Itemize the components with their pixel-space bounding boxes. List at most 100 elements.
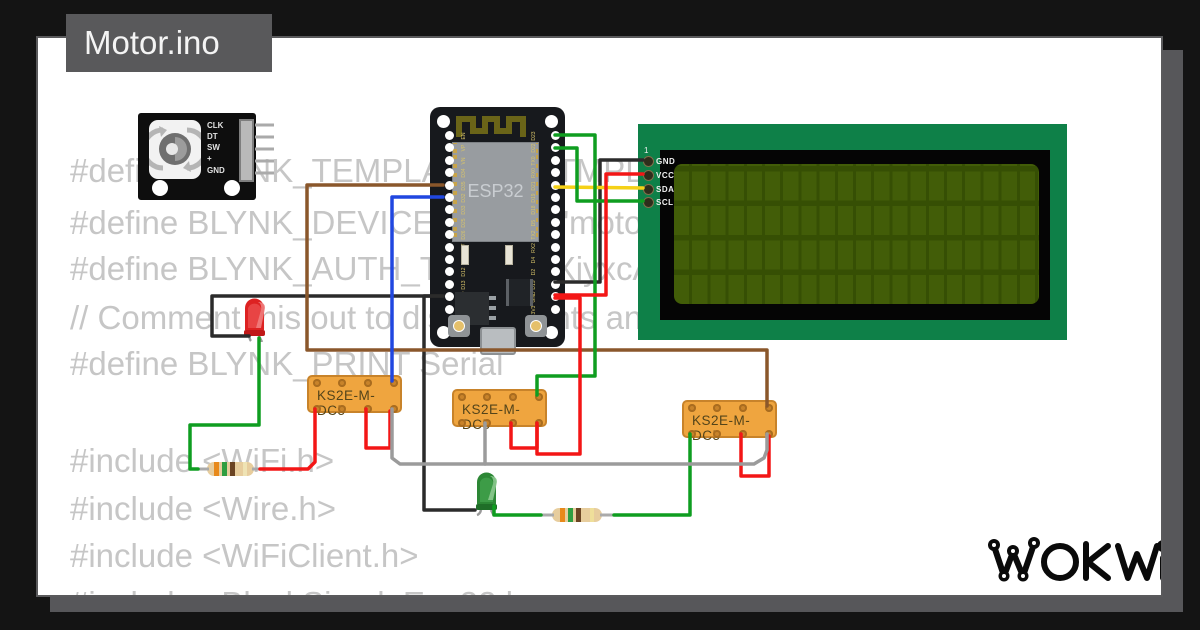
relay-module-1[interactable]: KS2E-M-DC5: [307, 375, 402, 418]
lcd-screen: [674, 164, 1039, 304]
red-led[interactable]: [240, 290, 274, 342]
esp32-pin[interactable]: [445, 180, 454, 190]
esp32-pin[interactable]: [551, 255, 560, 264]
encoder-pin-label: SW: [207, 143, 220, 152]
esp32-pin[interactable]: [551, 292, 560, 302]
resistor-2[interactable]: [552, 508, 602, 522]
lcd-pin1-marker: 1: [644, 146, 649, 155]
esp32-pin[interactable]: [551, 180, 560, 190]
wokwi-logo: [988, 537, 1161, 582]
esp32-pin[interactable]: [445, 304, 454, 314]
usb-uart-chip: [506, 279, 533, 306]
relay-pin[interactable]: [483, 419, 491, 427]
relay-label: KS2E-M-DC5: [692, 413, 751, 443]
relay-pin[interactable]: [458, 393, 466, 401]
esp32-pin[interactable]: [551, 217, 560, 227]
esp32-pin[interactable]: [551, 304, 560, 314]
boot-button[interactable]: [525, 315, 547, 337]
esp32-pin[interactable]: [551, 143, 560, 153]
relay-pin[interactable]: [364, 379, 372, 387]
board-hole: [545, 115, 558, 128]
lcd-pin-label: VCC: [656, 171, 675, 180]
relay-pin[interactable]: [535, 419, 543, 427]
relay-pin[interactable]: [483, 393, 491, 401]
lcd2004-display[interactable]: 1 GND VCC SDA SCL: [638, 124, 1067, 340]
diagram-canvas[interactable]: #define BLYNK_TEMPLATE_ID "TMPLgXXXXXXXX…: [36, 36, 1163, 597]
mounting-hole: [224, 180, 240, 196]
relay-pin[interactable]: [688, 404, 696, 412]
esp32-pin[interactable]: [551, 205, 560, 215]
resistor-1[interactable]: [207, 462, 254, 476]
esp32-pin[interactable]: [445, 168, 454, 178]
encoder-pin-label: DT: [207, 132, 218, 141]
relay-pin[interactable]: [509, 393, 517, 401]
relay-pin[interactable]: [338, 379, 346, 387]
en-button[interactable]: [448, 315, 470, 337]
lcd-pin-label: GND: [656, 157, 676, 166]
esp32-pin[interactable]: [445, 267, 454, 277]
relay-label: KS2E-M-DC5: [462, 402, 521, 432]
esp32-pin[interactable]: [445, 155, 454, 165]
smd-component: [461, 245, 469, 265]
esp32-board[interactable]: ESP32 ENVPVND34D35D32D33D25D26D27D14D12D…: [430, 107, 565, 355]
esp32-pin[interactable]: [445, 131, 454, 140]
relay-pin[interactable]: [765, 430, 773, 438]
relay-label: KS2E-M-DC5: [317, 388, 376, 418]
code-line: #include <WiFiClient.h>: [70, 537, 419, 574]
encoder-pin-label: CLK: [207, 121, 224, 130]
encoder-pin-label: +: [207, 154, 212, 163]
esp32-pin[interactable]: [551, 168, 560, 178]
lcd-pin[interactable]: [643, 156, 654, 167]
usb-connector: [480, 327, 516, 355]
code-line: #include <BlynkSimpleEsp32.h>: [70, 585, 543, 595]
relay-pin[interactable]: [765, 404, 773, 412]
lcd-pin[interactable]: [643, 197, 654, 208]
relay-pin[interactable]: [739, 404, 747, 412]
green-led[interactable]: [471, 468, 505, 518]
relay-pin[interactable]: [364, 405, 372, 413]
esp32-pin[interactable]: [551, 230, 560, 240]
relay-pin[interactable]: [713, 430, 721, 438]
lcd-pin[interactable]: [643, 184, 654, 195]
lcd-pin[interactable]: [643, 170, 654, 181]
rotary-encoder[interactable]: CLK DT SW + GND: [138, 113, 256, 200]
relay-module-2[interactable]: KS2E-M-DC5: [452, 389, 547, 432]
lcd-pin-label: SCL: [656, 198, 674, 207]
relay-pin[interactable]: [313, 379, 321, 387]
relay-pin[interactable]: [509, 419, 517, 427]
esp32-pin[interactable]: [445, 193, 454, 202]
relay-module-3[interactable]: KS2E-M-DC5: [682, 400, 777, 443]
esp32-pin[interactable]: [551, 279, 560, 289]
board-hole: [437, 115, 450, 128]
esp32-pin[interactable]: [445, 292, 454, 302]
smd-component: [505, 245, 513, 265]
mounting-hole: [152, 180, 168, 196]
relay-pin[interactable]: [313, 405, 321, 413]
antenna-trace-icon: [456, 116, 526, 137]
esp32-pin[interactable]: [445, 217, 454, 227]
esp32-pin[interactable]: [445, 255, 454, 264]
sketch-title: Motor.ino: [66, 14, 272, 72]
esp32-pin[interactable]: [445, 242, 454, 252]
relay-pin[interactable]: [688, 430, 696, 438]
code-line: #include <WiFi.h>: [70, 442, 335, 479]
relay-pin[interactable]: [390, 405, 398, 413]
relay-pin[interactable]: [338, 405, 346, 413]
relay-pin[interactable]: [458, 419, 466, 427]
relay-pin[interactable]: [739, 430, 747, 438]
relay-pin[interactable]: [535, 393, 543, 401]
esp32-pin[interactable]: [551, 193, 560, 202]
relay-pin[interactable]: [713, 404, 721, 412]
esp32-pin[interactable]: [551, 242, 560, 252]
encoder-pin-header[interactable]: [239, 119, 254, 182]
esp32-pin[interactable]: [551, 155, 560, 165]
esp32-pin[interactable]: [445, 279, 454, 289]
esp32-pin[interactable]: [551, 131, 560, 140]
relay-pin[interactable]: [390, 379, 398, 387]
encoder-pin-label: GND: [207, 166, 225, 175]
encoder-knob-icon[interactable]: [149, 120, 201, 179]
esp32-pin[interactable]: [551, 267, 560, 277]
wire-green-res2-relay3[interactable]: [612, 432, 692, 517]
esp32-pin[interactable]: [445, 143, 454, 153]
